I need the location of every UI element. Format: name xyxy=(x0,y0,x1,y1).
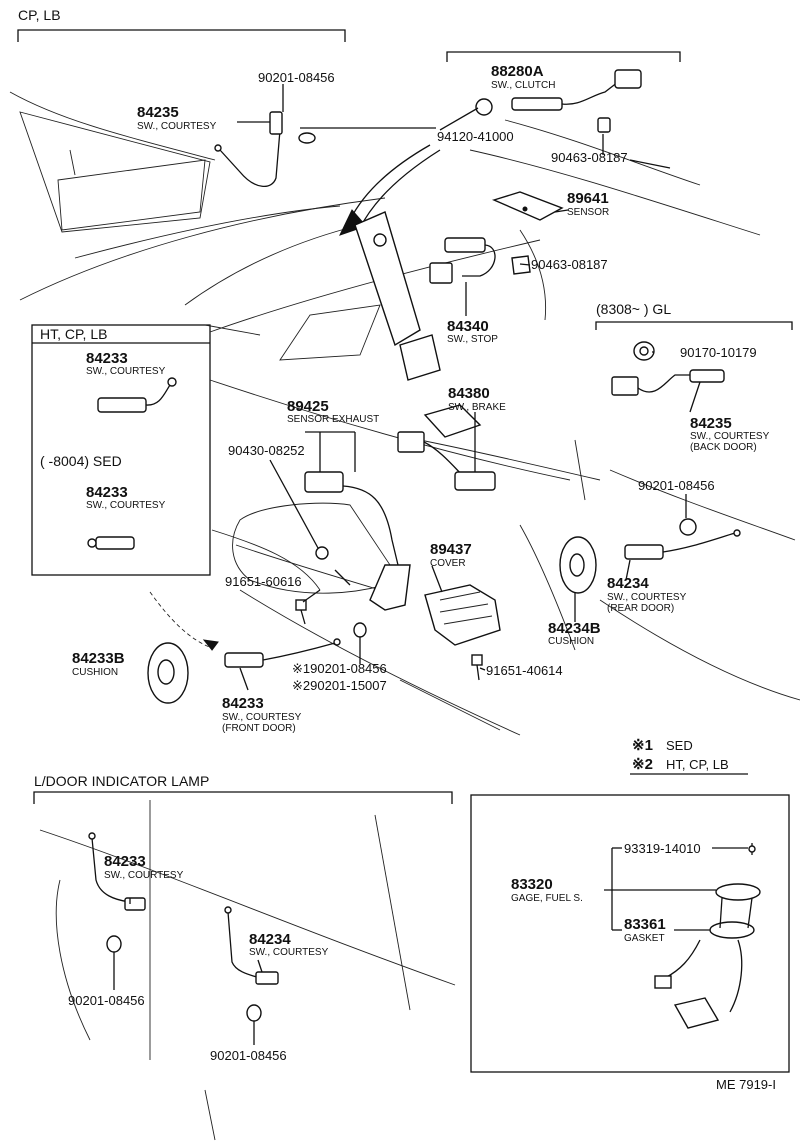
label-11-num: 84380 xyxy=(448,385,490,402)
label-10-num: 89425 xyxy=(287,398,329,415)
label-25-name: SW., COURTESY xyxy=(104,870,184,881)
label-8-num: 84233 xyxy=(86,350,128,367)
label-15-num: 90201-08456 xyxy=(638,478,715,493)
pedal-shape xyxy=(354,211,441,381)
courtesy-switch-84234-rear-door xyxy=(624,529,741,560)
label-14-name2: (BACK DOOR) xyxy=(690,442,757,453)
label-7-num: 84340 xyxy=(447,318,489,335)
courtesy-switch-84235-back-door xyxy=(611,369,725,396)
label-20-name: CUSHION xyxy=(72,667,118,678)
label-7-name: SW., STOP xyxy=(447,334,498,345)
inset-ht-cp-lb-frame xyxy=(31,324,211,576)
label-18-name: SW., COURTESY xyxy=(607,592,687,603)
footnotes: ※1 SED ※2 HT, CP, LB xyxy=(630,737,748,775)
cover-89437 xyxy=(424,584,501,646)
sensor-exhaust-89425 xyxy=(304,471,411,611)
courtesy-switch-84233-front-door xyxy=(224,638,341,668)
cushion-84234b xyxy=(559,536,597,594)
label-10-name: SENSOR EXHAUST xyxy=(287,414,379,425)
header-gl-range: (8308~ ) GL xyxy=(596,301,671,317)
label-5-num: 89641 xyxy=(567,190,609,207)
label-27-num: 90201-08456 xyxy=(68,993,145,1008)
note-1-mark: ※1 xyxy=(632,737,653,754)
courtesy-switch-84234-ldoor xyxy=(224,906,279,1022)
sensor-89641 xyxy=(491,191,564,221)
cushion-84233b xyxy=(147,642,189,704)
label-1-num: 84235 xyxy=(137,104,179,121)
header-sed-range: ( -8004) SED xyxy=(40,453,122,469)
bolt-91651-40614 xyxy=(471,654,483,681)
label-24-name2: (FRONT DOOR) xyxy=(222,723,296,734)
label-17-num: 91651-60616 xyxy=(225,574,302,589)
label-1-name: SW., COURTESY xyxy=(137,121,217,132)
header-ldoor-lamp: L/DOOR INDICATOR LAMP xyxy=(34,773,209,789)
label-14-num: 84235 xyxy=(690,415,732,432)
label-18-num: 84234 xyxy=(607,575,649,592)
label-6-num: 90463-08187 xyxy=(531,257,608,272)
label-26-name: SW., COURTESY xyxy=(249,947,329,958)
label-30-num: 83320 xyxy=(511,876,553,893)
part-labels: 90201-08456 84235 SW., COURTESY 88280A S… xyxy=(68,63,770,1063)
label-31-name: GASKET xyxy=(624,933,665,944)
washer-90170 xyxy=(633,341,655,361)
label-3-num: 94120-41000 xyxy=(437,129,514,144)
label-12-num: 90430-08252 xyxy=(228,443,305,458)
courtesy-switch-84235-top xyxy=(214,95,316,187)
label-21-num: ※190201-08456 xyxy=(292,661,387,676)
label-25-num: 84233 xyxy=(104,853,146,870)
dashed-arrow xyxy=(149,591,219,651)
label-29-num: 93319-14010 xyxy=(624,841,701,856)
label-8-name: SW., COURTESY xyxy=(86,366,166,377)
label-20-num: 84233B xyxy=(72,650,125,667)
fuel-gage-83320 xyxy=(654,843,761,1029)
label-5-name: SENSOR xyxy=(567,207,609,218)
label-24-num: 84233 xyxy=(222,695,264,712)
note-2-text: HT, CP, LB xyxy=(666,757,729,772)
label-30-name: GAGE, FUEL S. xyxy=(511,893,583,904)
label-0-num: 90201-08456 xyxy=(258,70,335,85)
label-26-num: 84234 xyxy=(249,931,291,948)
washer-90201-rear xyxy=(679,518,697,536)
label-16-name: COVER xyxy=(430,558,466,569)
label-19-name: CUSHION xyxy=(548,636,594,647)
note-1-text: SED xyxy=(666,738,693,753)
reference-arrow xyxy=(339,144,441,236)
label-18-name2: (REAR DOOR) xyxy=(607,603,674,614)
clutch-switch-88280a xyxy=(475,69,642,133)
courtesy-switch-84233-ldoor xyxy=(88,832,146,953)
header-cp-lb: CP, LB xyxy=(18,7,61,23)
bolt-91651-60616 xyxy=(295,599,307,625)
label-9-num: 84233 xyxy=(86,484,128,501)
label-4-num: 90463-08187 xyxy=(551,150,628,165)
stop-switch-84340 xyxy=(429,237,531,284)
brake-switch-84380 xyxy=(397,404,496,491)
label-28-num: 90201-08456 xyxy=(210,1048,287,1063)
label-23-num: 91651-40614 xyxy=(486,663,563,678)
label-11-name: SW., BRAKE xyxy=(448,402,506,413)
label-22-num: ※290201-15007 xyxy=(292,678,387,693)
label-19-num: 84234B xyxy=(548,620,601,637)
inset-fuel-gage-frame xyxy=(470,794,790,1073)
leader-lines xyxy=(113,84,748,1045)
label-14-name: SW., COURTESY xyxy=(690,431,770,442)
label-13-num: 90170-10179 xyxy=(680,345,757,360)
section-frames: CP, LB HT, CP, LB ( -8004) SED (8308~ ) … xyxy=(17,7,793,1073)
label-31-num: 83361 xyxy=(624,916,666,933)
courtesy-switch-84233-inset-2 xyxy=(87,536,135,550)
label-2-num: 88280A xyxy=(491,63,544,80)
note-2-mark: ※2 xyxy=(632,756,653,773)
courtesy-switch-84233-inset-1 xyxy=(97,377,177,413)
header-ht-cp-lb: HT, CP, LB xyxy=(40,326,107,342)
muffler-outline xyxy=(232,502,401,594)
label-2-name: SW., CLUTCH xyxy=(491,80,555,91)
figure-code: ME 7919-I xyxy=(716,1077,776,1092)
label-9-name: SW., COURTESY xyxy=(86,500,166,511)
label-24-name: SW., COURTESY xyxy=(222,712,302,723)
washer-90201 xyxy=(353,622,367,638)
vehicle-body-outline xyxy=(9,91,800,1141)
label-16-num: 89437 xyxy=(430,541,472,558)
